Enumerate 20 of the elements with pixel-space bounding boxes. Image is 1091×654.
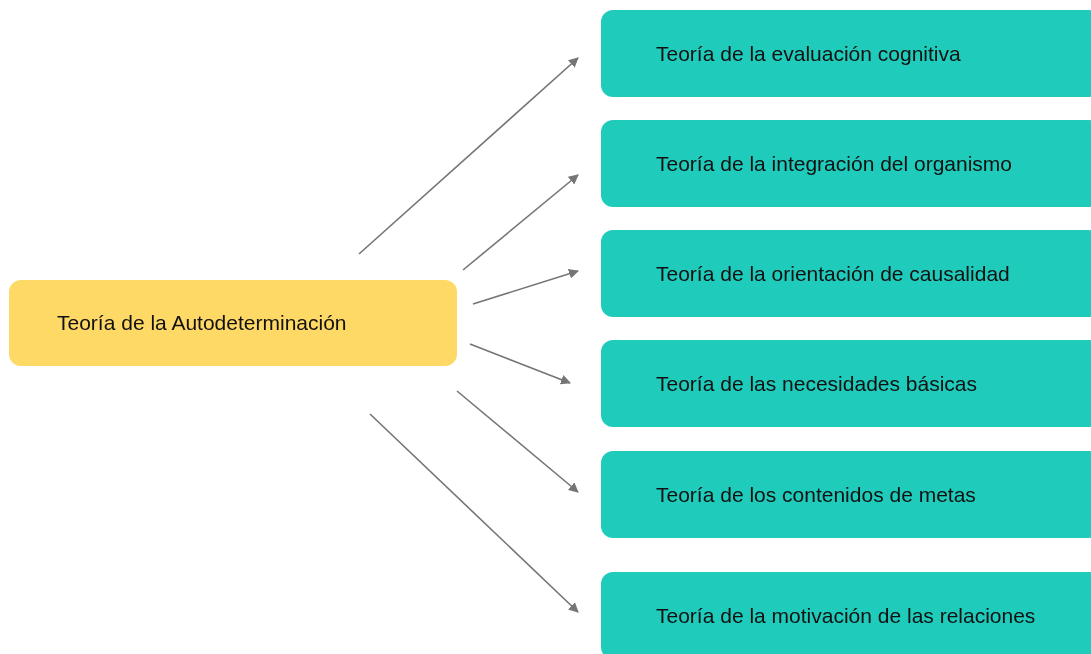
main-concept-box — [9, 280, 457, 366]
node-label: Teoría de las necesidades básicas — [656, 371, 978, 396]
theory-box — [601, 10, 1091, 97]
node-label: Teoría de la evaluación cognitiva — [656, 41, 961, 66]
arrow — [456, 390, 579, 493]
arrow — [462, 174, 579, 271]
theory-box — [601, 572, 1091, 654]
theory-box — [601, 340, 1091, 427]
node-label: Teoría de los contenidos de metas — [656, 482, 976, 507]
arrow — [469, 343, 571, 385]
theory-box — [601, 120, 1091, 207]
theory-box — [601, 230, 1091, 317]
node-label: Teoría de la motivación de las relaciones — [656, 603, 1036, 628]
node-label: Teoría de la Autodeterminación — [57, 311, 347, 335]
arrow — [358, 57, 579, 255]
node-label: Teoría de la integración del organismo — [656, 151, 1013, 176]
arrow — [369, 413, 579, 613]
theory-box — [601, 451, 1091, 538]
arrow — [472, 268, 579, 305]
node-label: Teoría de la orientación de causalidad — [656, 261, 1010, 286]
